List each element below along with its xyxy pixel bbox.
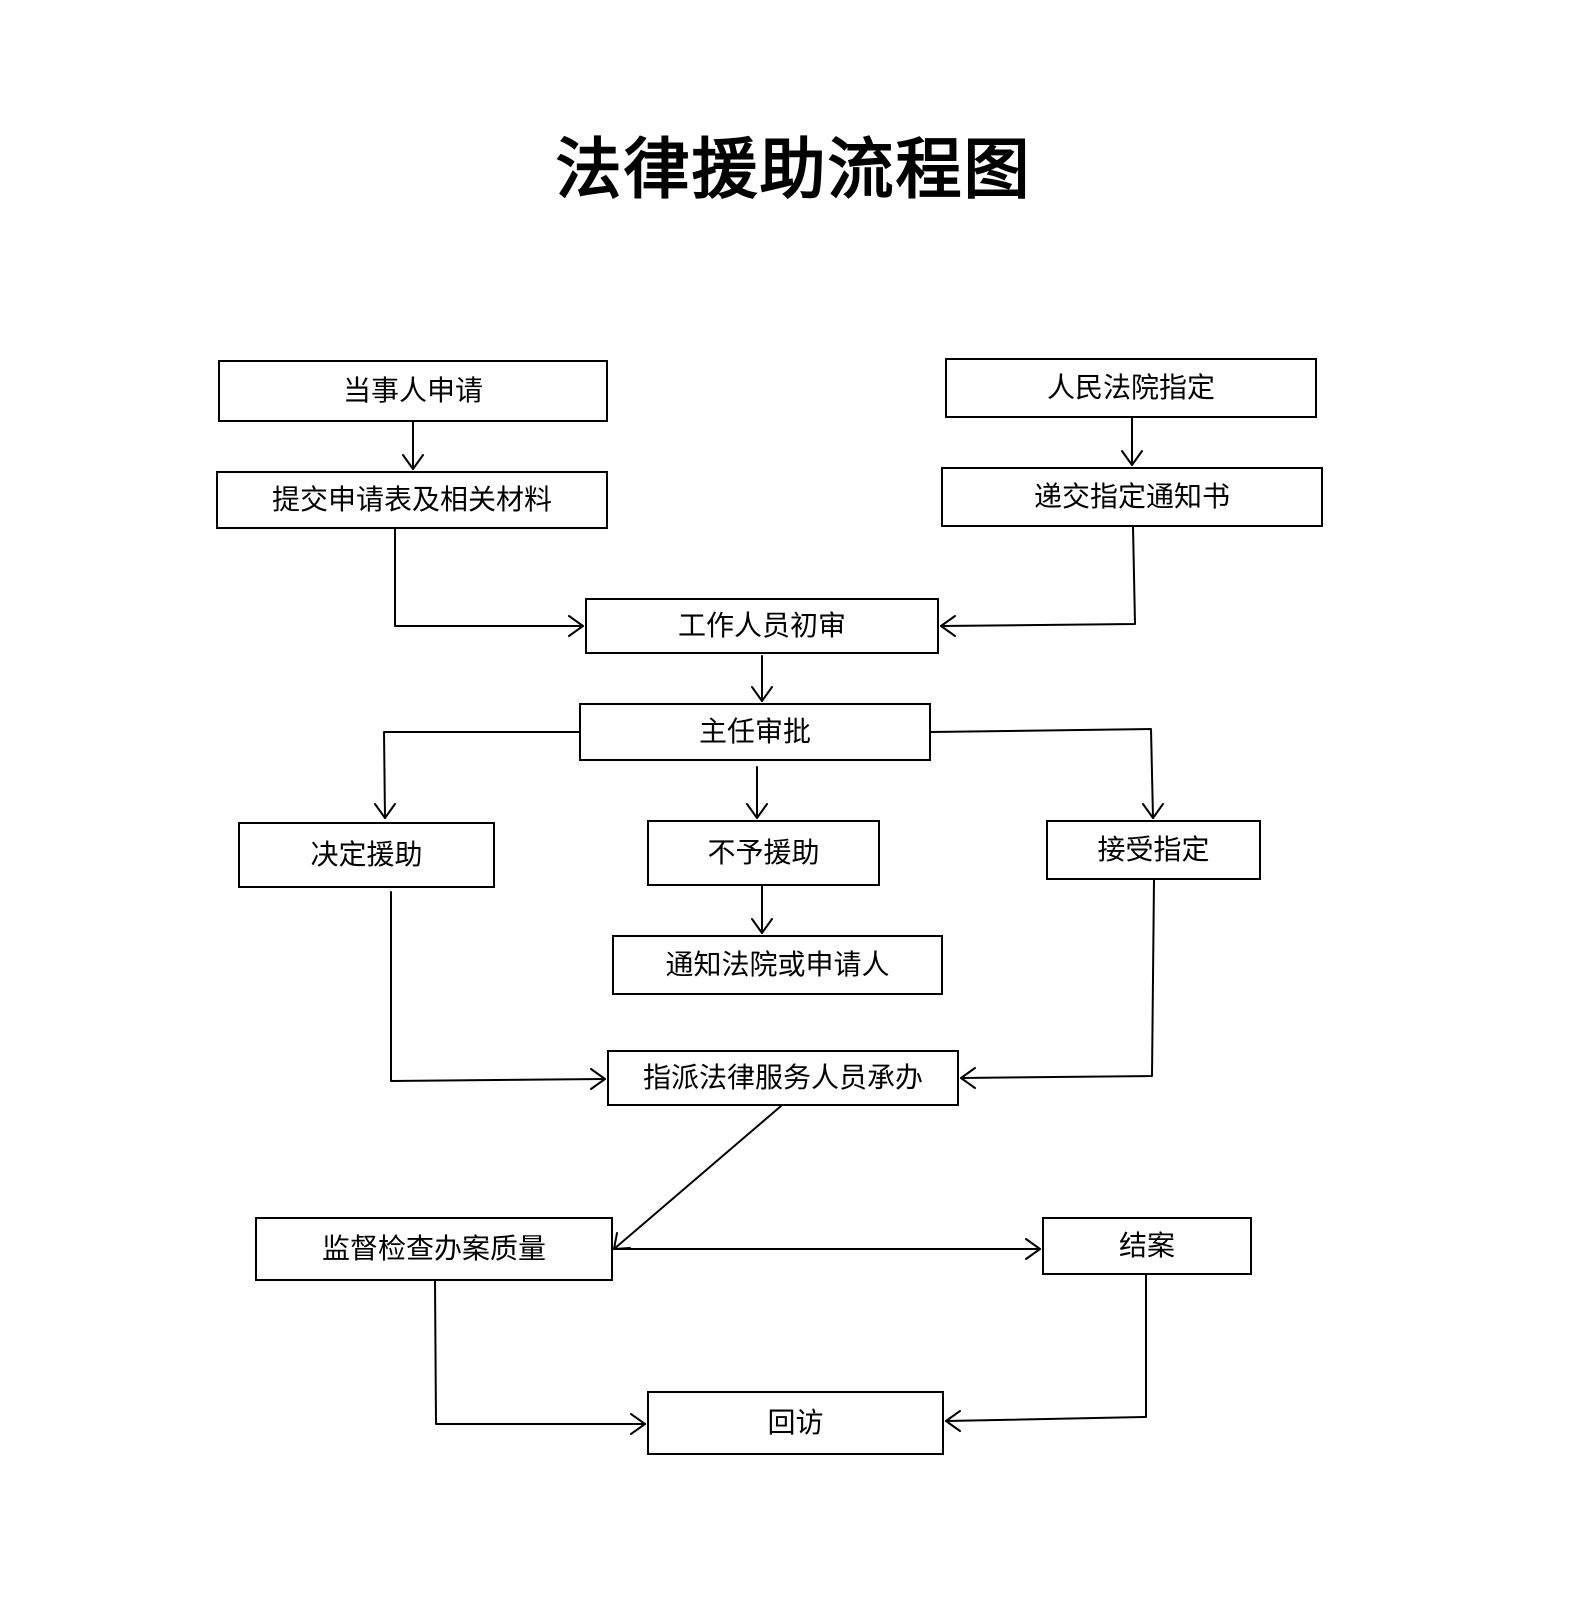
node-supervise-label: 监督检查办案质量 [321,1232,546,1265]
connector-assign-to-supervise [613,1105,782,1250]
node-follow-up: 回访 [647,1391,944,1455]
arrowhead-close-to-followup [945,1410,961,1432]
arrowhead-decide-to-assign [590,1068,606,1090]
connector-notice-to-review [940,526,1136,627]
node-initial-review: 工作人员初审 [585,598,939,654]
node-deny-aid: 不予援助 [647,820,880,886]
node-accept-appoint: 接受指定 [1046,820,1261,880]
node-decide-aid-label: 决定援助 [310,838,423,871]
arrowhead-approve-to-accept [1142,803,1164,819]
connector-submit-to-review [394,528,584,627]
node-close-case: 结案 [1042,1217,1252,1275]
connector-approve-to-accept [930,728,1154,819]
node-deliver-notice-label: 递交指定通知书 [1033,480,1230,513]
node-submit-form: 提交申请表及相关材料 [216,471,608,529]
node-assign-lawyer: 指派法律服务人员承办 [607,1050,959,1106]
node-applicant-apply-label: 当事人申请 [342,374,483,407]
arrowhead-apply-to-submit [402,454,424,470]
node-deliver-notice: 递交指定通知书 [941,467,1323,527]
node-initial-review-label: 工作人员初审 [677,609,846,642]
connector-approve-to-decide [383,731,580,819]
node-decide-aid: 决定援助 [238,822,495,888]
node-accept-appoint-label: 接受指定 [1097,833,1210,866]
arrowhead-submit-to-review [568,615,584,637]
arrowhead-supervise-to-followup [630,1413,646,1435]
connector-decide-to-assign [390,891,606,1082]
arrowhead-approve-to-decide [374,803,396,819]
arrowhead-accept-to-assign [960,1067,976,1089]
page-title: 法律援助流程图 [555,130,1032,208]
arrowhead-approve-to-deny [746,803,768,819]
arrowhead-supervise-to-close [1025,1238,1041,1260]
node-notify-label: 通知法院或申请人 [665,948,890,981]
connector-supervise-to-followup [434,1280,646,1425]
node-court-appoint: 人民法院指定 [945,358,1317,418]
node-close-case-label: 结案 [1118,1229,1175,1262]
node-court-appoint-label: 人民法院指定 [1046,371,1215,404]
node-submit-form-label: 提交申请表及相关材料 [271,483,552,516]
connector-close-to-followup [945,1274,1147,1422]
arrowhead-court-to-notice [1121,450,1143,466]
arrowhead-deny-to-notify [751,918,773,934]
node-notify-court-or-applicant: 通知法院或申请人 [612,935,943,995]
node-applicant-apply: 当事人申请 [218,360,608,422]
node-director-approve-label: 主任审批 [698,715,811,748]
node-follow-up-label: 回访 [767,1406,824,1439]
arrowhead-notice-to-review [940,615,956,637]
node-director-approve: 主任审批 [579,703,931,761]
connector-accept-to-assign [960,879,1155,1079]
node-supervise-quality: 监督检查办案质量 [255,1217,613,1281]
node-assign-lawyer-label: 指派法律服务人员承办 [642,1061,923,1094]
arrowhead-review-to-approve [751,686,773,702]
node-deny-aid-label: 不予援助 [707,836,820,869]
